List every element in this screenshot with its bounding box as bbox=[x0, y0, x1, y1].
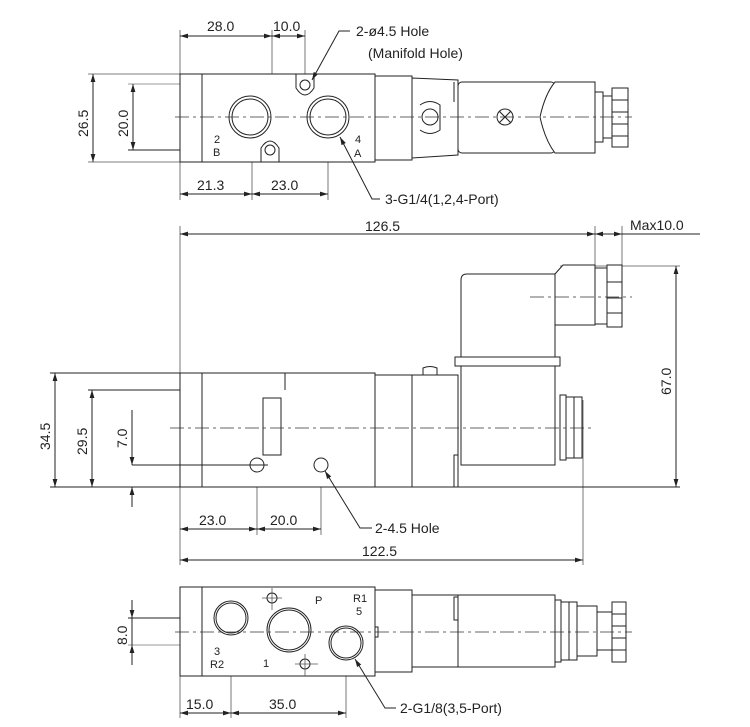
port-5 bbox=[328, 625, 364, 661]
port-1 bbox=[266, 607, 312, 653]
port-label-1: 1 bbox=[263, 658, 269, 670]
dim-35: 35.0 bbox=[269, 696, 296, 712]
manifold-hole bbox=[299, 79, 311, 91]
dim-23: 23.0 bbox=[271, 177, 298, 193]
top-view: 28.0 10.0 26.5 20.0 21.3 23.0 2-ø4.5 Hol… bbox=[75, 18, 632, 207]
side-slot bbox=[262, 397, 282, 456]
dim-7: 7.0 bbox=[114, 428, 130, 448]
mounting-hole bbox=[313, 457, 329, 473]
dim-28: 28.0 bbox=[207, 18, 234, 34]
connector-nut bbox=[606, 264, 623, 328]
bottom-view: 8.0 15.0 35.0 2-G1/8(3,5-Port) P R1 5 3 … bbox=[114, 586, 632, 718]
dim-26-5: 26.5 bbox=[75, 110, 91, 137]
port-label-3: 3 bbox=[214, 646, 220, 658]
dim-23: 23.0 bbox=[199, 512, 226, 528]
port-label-5: 5 bbox=[356, 606, 362, 618]
solenoid-coil bbox=[460, 273, 556, 466]
dim-10: 10.0 bbox=[273, 18, 300, 34]
port-label-p: P bbox=[315, 595, 322, 607]
dim-21-3: 21.3 bbox=[197, 177, 224, 193]
callout-mounting-holes: 2-4.5 Hole bbox=[375, 520, 440, 536]
dim-29-5: 29.5 bbox=[74, 428, 90, 455]
port-label-a: A bbox=[354, 148, 362, 160]
port-label-b: B bbox=[213, 147, 220, 159]
dim-15: 15.0 bbox=[186, 696, 213, 712]
manifold-hole bbox=[264, 144, 276, 156]
dim-8: 8.0 bbox=[114, 625, 130, 645]
callout-manifold-hole: 2-ø4.5 Hole bbox=[356, 23, 429, 39]
port-label-r2: R2 bbox=[210, 659, 224, 671]
valve-body bbox=[179, 586, 376, 677]
callout-ports-g14: 3-G1/4(1,2,4-Port) bbox=[385, 191, 499, 207]
callout-ports-g18: 2-G1/8(3,5-Port) bbox=[400, 700, 502, 716]
callout-manifold-hole-sub: (Manifold Hole) bbox=[368, 45, 463, 61]
side-view: 126.5 Max10.0 67.0 34.5 29.5 7.0 23.0 20… bbox=[37, 217, 700, 565]
dim-20: 20.0 bbox=[115, 110, 131, 137]
dim-max-10: Max10.0 bbox=[630, 217, 684, 233]
dim-122-5: 122.5 bbox=[362, 543, 397, 559]
port-label-r1: R1 bbox=[353, 593, 367, 605]
solenoid-coil bbox=[457, 594, 556, 668]
dim-126-5: 126.5 bbox=[365, 218, 400, 234]
manual-knob bbox=[611, 87, 629, 148]
port-3 bbox=[213, 600, 249, 636]
dim-67: 67.0 bbox=[658, 368, 674, 395]
dim-34-5: 34.5 bbox=[37, 423, 53, 450]
dim-20: 20.0 bbox=[270, 512, 297, 528]
port-label-2: 2 bbox=[214, 134, 220, 146]
port-label-4: 4 bbox=[355, 134, 361, 146]
